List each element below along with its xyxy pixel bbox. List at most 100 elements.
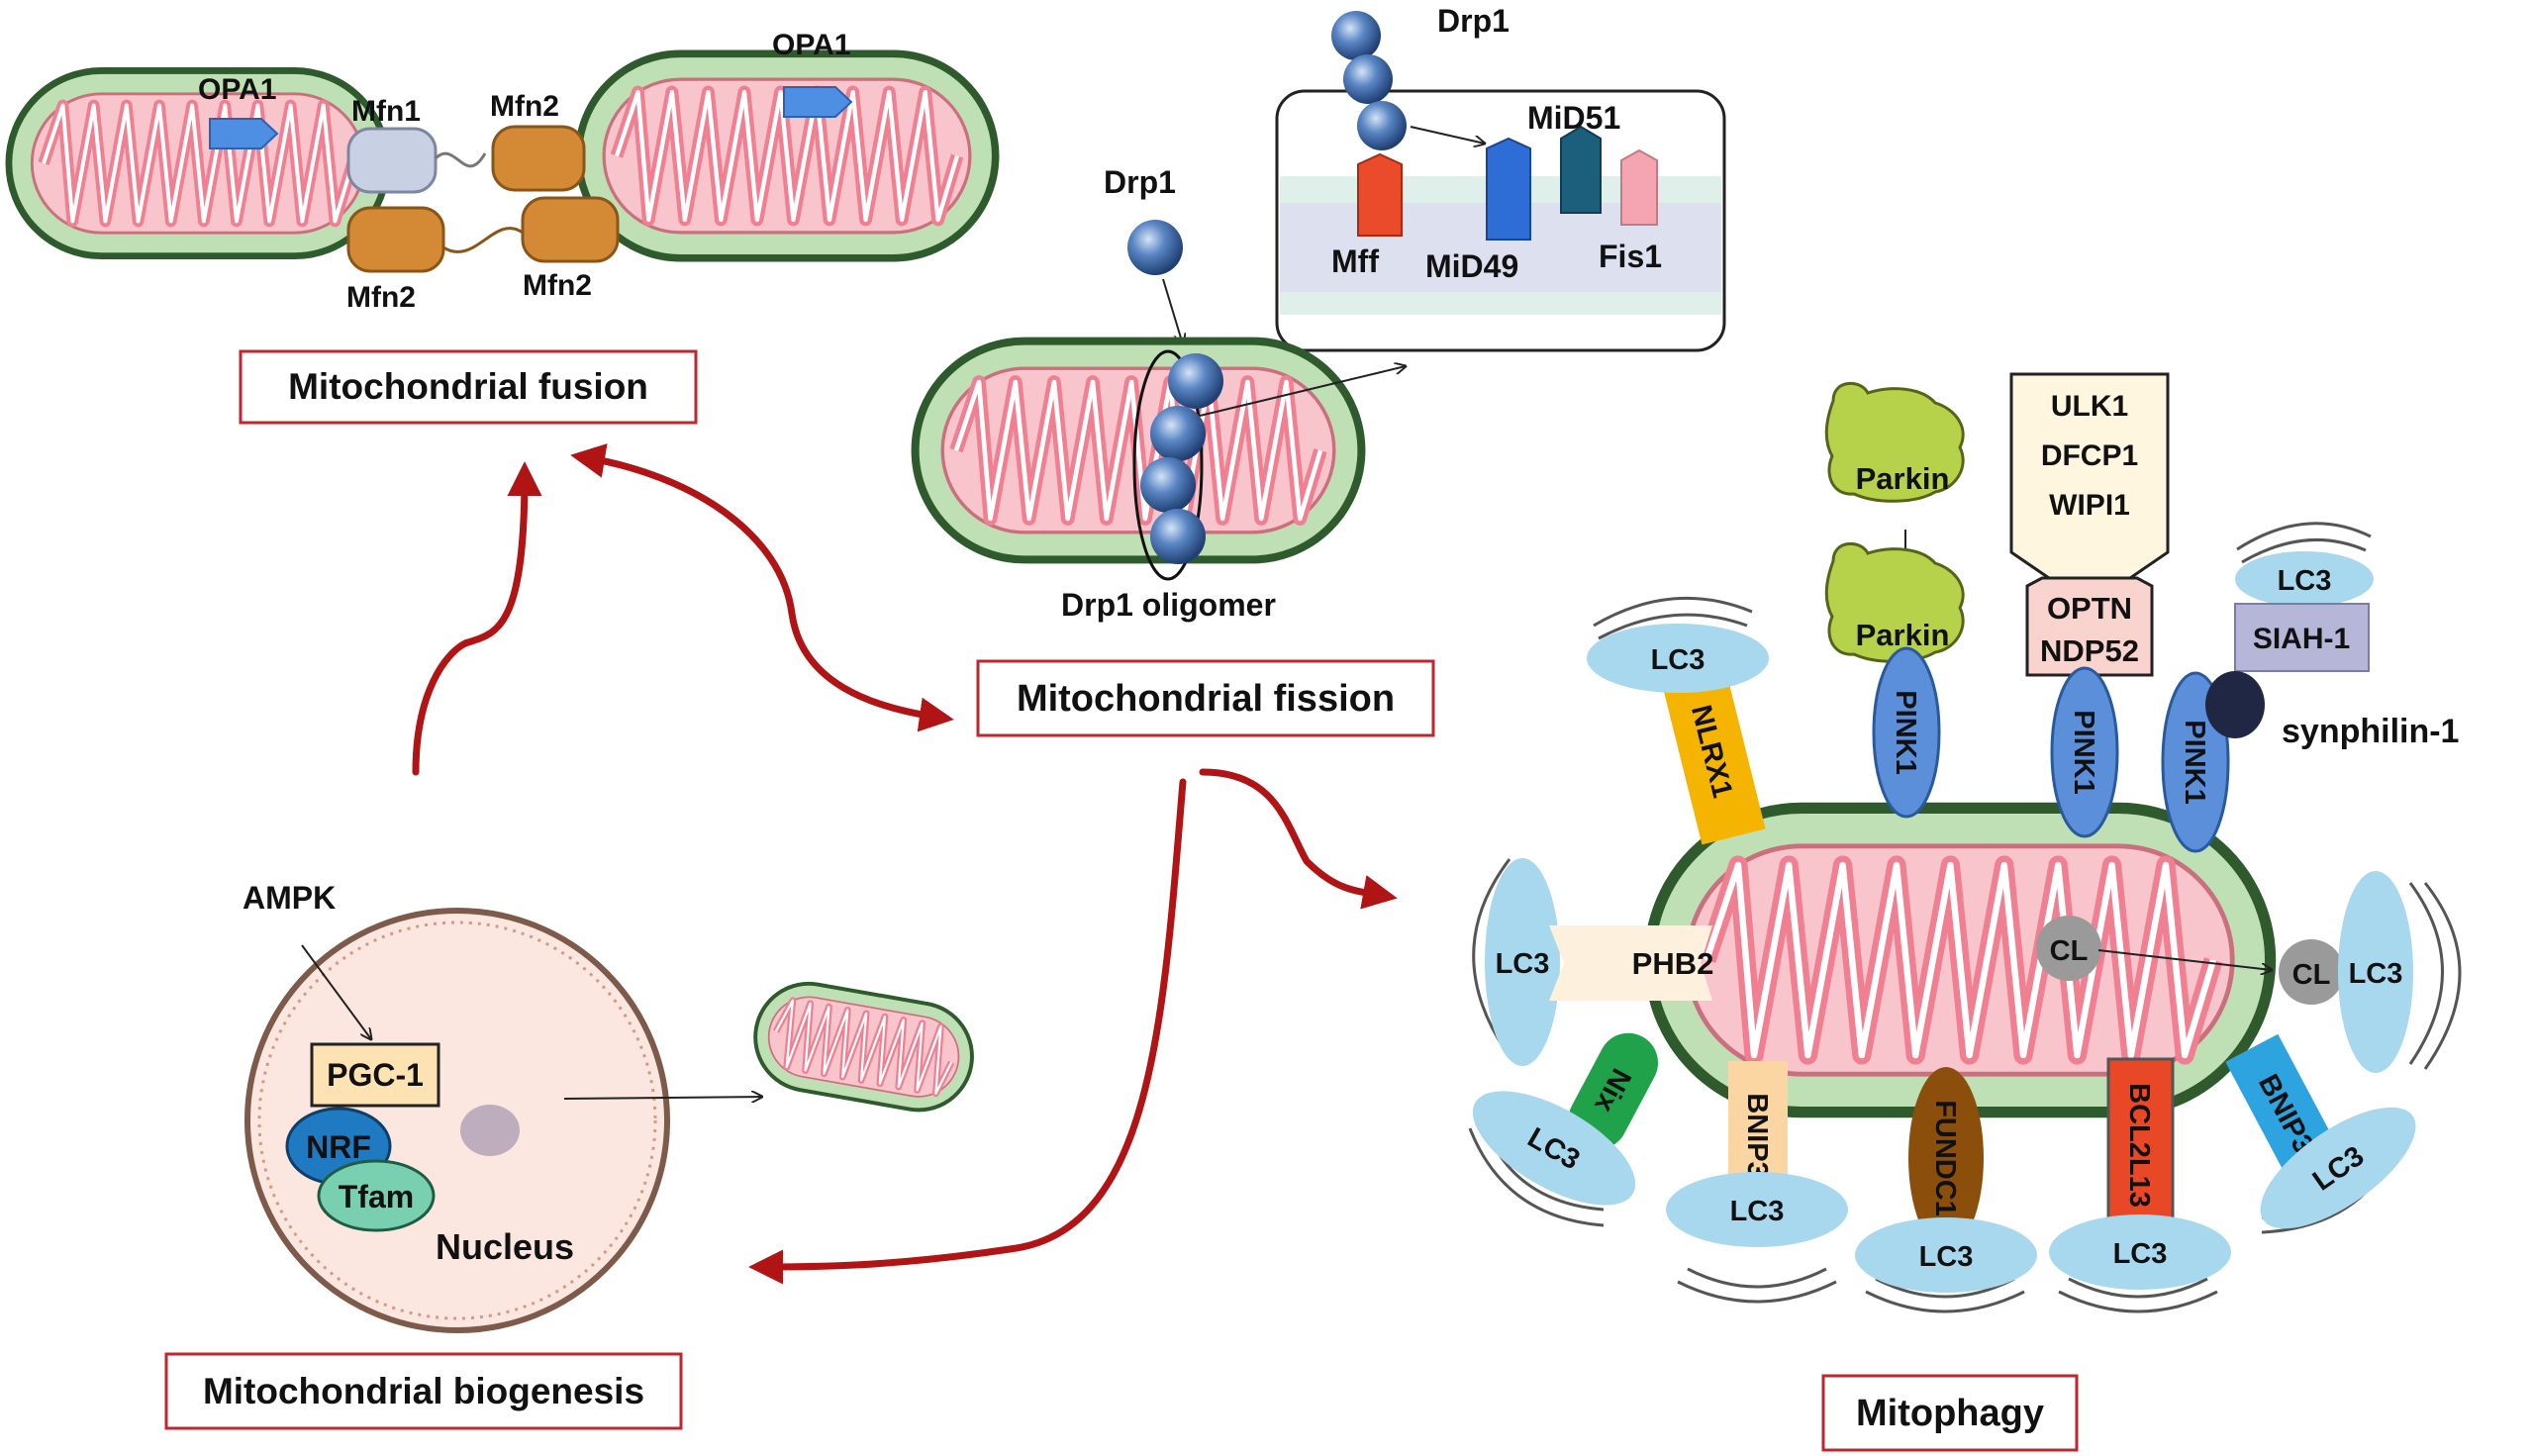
cl-right-label: CL xyxy=(2292,959,2331,991)
lc3-label: LC3 xyxy=(2278,565,2332,597)
optn-ndp52-box xyxy=(2025,576,2154,677)
mff-receptor-icon xyxy=(1357,152,1403,237)
fission-title: Mitochondrial fission xyxy=(1017,678,1395,720)
drp1-ball-icon xyxy=(1150,406,1206,461)
mfn2-bottom-right-label: Mfn2 xyxy=(523,269,592,302)
mid49-label: MiD49 xyxy=(1425,248,1518,284)
lc3-label: LC3 xyxy=(2113,1238,2168,1270)
mfn-tether xyxy=(434,151,487,168)
pink1-a-label: PINK1 xyxy=(1890,690,1921,774)
lc3-label: LC3 xyxy=(1730,1196,1785,1227)
lc3-label: LC3 xyxy=(1496,948,1550,980)
fis1-receptor-icon xyxy=(1620,148,1658,226)
optn-label: OPTN xyxy=(2047,591,2132,626)
drp1-ball-icon xyxy=(1343,54,1393,104)
pink1-a-icon xyxy=(1872,646,1941,819)
opa1-right-label: OPA1 xyxy=(772,29,850,61)
lc3-label: LC3 xyxy=(1919,1241,1974,1273)
lc3-icon xyxy=(1472,1091,1636,1206)
mfn2-bottom-left-label: Mfn2 xyxy=(346,281,416,314)
drp1-ball-icon xyxy=(1150,509,1206,564)
wipi1-label: WIPI1 xyxy=(2049,489,2130,522)
fission-panel: Drp1 MiD51 Mff MiD49 Fis1 Drp1 Drp1 olig… xyxy=(916,3,1726,623)
mitophagy-title: Mitophagy xyxy=(1856,1393,2044,1434)
lc3-label: LC3 xyxy=(1651,644,1705,676)
ndp52-label: NDP52 xyxy=(2040,633,2139,668)
biogenesis-title: Mitochondrial biogenesis xyxy=(203,1371,644,1411)
mfn-tether xyxy=(442,227,524,253)
mfn2-bottom-right-icon xyxy=(521,196,620,263)
mff-label: Mff xyxy=(1331,243,1379,279)
nrf-label: NRF xyxy=(306,1129,371,1165)
siah1-box xyxy=(2234,603,2370,672)
fusion-fission-arrow xyxy=(570,443,954,732)
synphilin-label: synphilin-1 xyxy=(2282,713,2459,750)
lc3-icon xyxy=(2049,1214,2231,1290)
mfn2-bottom-left-icon xyxy=(346,206,445,273)
mfn1-icon xyxy=(346,127,438,194)
nix-receptor-icon xyxy=(1568,1032,1659,1150)
fundc1-label: FUNDC1 xyxy=(1929,1100,1961,1216)
cl-left-icon xyxy=(2036,916,2101,981)
drp1-mid-label: Drp1 xyxy=(1104,164,1176,200)
synphilin-icon xyxy=(2205,671,2265,738)
mid49-receptor-icon xyxy=(1486,137,1531,241)
fission-to-biogenesis-arrow xyxy=(748,778,1187,1285)
bnip3-a-label: BNIP3 xyxy=(1741,1093,1773,1177)
mid51-receptor-icon xyxy=(1560,125,1602,214)
ulk1-label: ULK1 xyxy=(2051,390,2128,423)
new-mitochondrion xyxy=(747,975,981,1118)
cl-left-label: CL xyxy=(2050,935,2089,967)
fis1-label: Fis1 xyxy=(1599,239,1662,274)
lc3-icon xyxy=(2235,551,2374,607)
pgc1-box xyxy=(310,1042,440,1108)
pgc1-label: PGC-1 xyxy=(327,1057,424,1093)
drp1-ball-icon xyxy=(1357,101,1407,150)
mfn2-top-icon xyxy=(491,125,586,192)
siah1-label: SIAH-1 xyxy=(2253,623,2350,655)
dfcp1-label: DFCP1 xyxy=(2041,439,2138,472)
mitochondrion-right xyxy=(578,53,995,257)
biogenesis-panel: AMPK PGC-1 NRF Tfam Nucleus xyxy=(243,880,981,1333)
lc3-icon xyxy=(1666,1172,1848,1247)
lc3-icon xyxy=(2260,1107,2416,1229)
tfam-icon xyxy=(317,1159,436,1232)
phb2-label: PHB2 xyxy=(1632,946,1714,981)
fundc1-receptor-icon xyxy=(1908,1067,1984,1249)
drp1-ball-icon xyxy=(1140,457,1196,513)
lc3-icon xyxy=(2338,871,2413,1073)
lc3-icon xyxy=(1587,624,1769,693)
bcl2l13-label: BCL2L13 xyxy=(2123,1083,2155,1208)
fusion-panel: OPA1 OPA1 Mfn1 Mfn2 Mfn2 Mfn2 xyxy=(9,29,996,314)
lc3-label: LC3 xyxy=(2349,958,2403,990)
mfn2-top-label: Mfn2 xyxy=(490,90,559,123)
nlrx1-receptor-icon xyxy=(1659,657,1766,845)
fusion-title: Mitochondrial fusion xyxy=(288,366,648,407)
mid51-label: MiD51 xyxy=(1527,100,1620,136)
cl-right-icon xyxy=(2279,939,2344,1005)
parkin-top-icon xyxy=(1824,381,1965,503)
opa1-left-label: OPA1 xyxy=(198,73,276,106)
parkin-top-label: Parkin xyxy=(1856,461,1950,496)
pink1-b-icon xyxy=(2050,666,2119,838)
drp1-top-label: Drp1 xyxy=(1437,3,1510,39)
chromatin-icon xyxy=(460,1105,520,1156)
mitophagy-title-box: Mitophagy xyxy=(1821,1374,2079,1452)
parkin-bottom-icon xyxy=(1824,541,1965,663)
biogenesis-to-fusion-arrow xyxy=(412,461,542,776)
drp1-ball-icon xyxy=(1168,353,1223,409)
biogenesis-title-box: Mitochondrial biogenesis xyxy=(164,1352,683,1430)
drp1-ball-icon xyxy=(1331,11,1381,60)
parkin-bottom-label: Parkin xyxy=(1856,618,1950,652)
lc3-icon xyxy=(1855,1217,2037,1293)
bcl2l13-receptor-icon xyxy=(2106,1057,2175,1234)
drp1-oligomer-label: Drp1 oligomer xyxy=(1061,587,1276,623)
fusion-title-box: Mitochondrial fusion xyxy=(239,349,698,425)
tfam-label: Tfam xyxy=(339,1179,414,1214)
fission-title-box: Mitochondrial fission xyxy=(976,659,1435,737)
opa1-right-icon xyxy=(783,86,853,118)
cycle-arrows xyxy=(412,443,1398,1285)
drp1-ball-icon xyxy=(1127,220,1183,275)
fission-to-mitophagy-arrow xyxy=(1199,768,1398,910)
